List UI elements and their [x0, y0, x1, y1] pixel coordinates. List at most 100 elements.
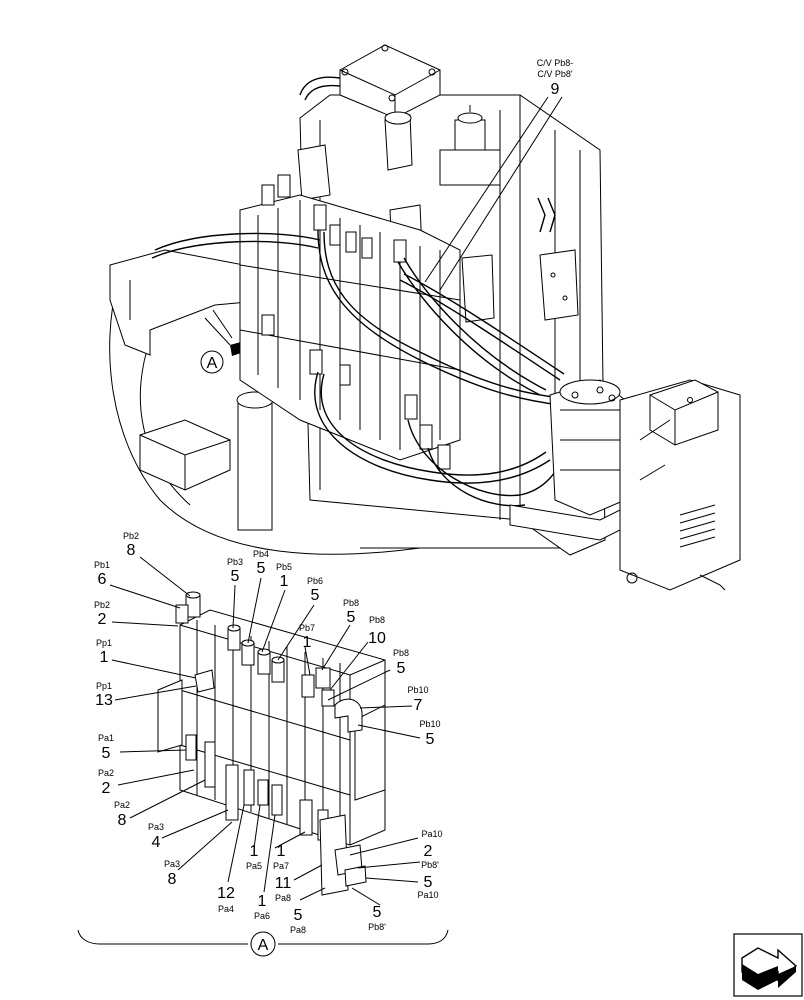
item-number: 2 — [424, 843, 433, 860]
item-number: 8 — [118, 812, 127, 829]
item-number: 5 — [231, 568, 240, 585]
callout-c24: 1 Pa7 — [273, 843, 289, 871]
port-label: Pp1 — [96, 638, 112, 648]
callout-leader-lines — [109, 556, 421, 906]
view-a-bracket: A — [77, 929, 449, 957]
port-label: Pa4 — [218, 904, 234, 914]
next-page-arrow-icon[interactable] — [733, 933, 803, 997]
port-label: Pb1 — [94, 560, 110, 570]
port-label: Pb10 — [407, 685, 428, 695]
item-number: 2 — [98, 611, 107, 628]
item-number: 6 — [98, 571, 107, 588]
callout-c22: 1 Pa5 — [246, 843, 262, 871]
callout-c25: 11 Pa8 — [275, 875, 292, 903]
item-number: 1 — [258, 893, 267, 910]
port-label: Pa8 — [290, 925, 306, 935]
item-number: 7 — [414, 697, 423, 714]
callout-c7: Pb4 5 — [253, 549, 269, 577]
item-number: 1 — [250, 843, 259, 860]
upper-assembly-illustration: A — [109, 44, 741, 591]
detail-view-a-illustration — [157, 591, 386, 896]
item-number: 5 — [311, 587, 320, 604]
item-number: 8 — [168, 871, 177, 888]
callout-c1: Pb2 8 — [123, 531, 139, 559]
item-number: 1 — [277, 843, 286, 860]
port-label: Pb2 — [123, 531, 139, 541]
callout-c18: Pa2 8 — [114, 800, 130, 829]
view-a-marker-upper: A — [207, 355, 218, 372]
callout-c30: Pa10 — [417, 890, 438, 900]
callout-c20: Pa3 8 — [164, 859, 180, 888]
port-label: Pb8 — [369, 615, 385, 625]
port-label: Pb7 — [299, 623, 315, 633]
callout-c11: Pb8 5 — [343, 598, 359, 626]
callout-c8: Pb5 1 — [276, 562, 292, 590]
port-label: Pb3 — [227, 557, 243, 567]
port-label: Pa10 — [421, 829, 442, 839]
port-label: Pa7 — [273, 861, 289, 871]
callout-c19: Pa3 4 — [148, 822, 164, 851]
port-label: Pb10 — [419, 719, 440, 729]
item-number: 5 — [347, 609, 356, 626]
port-label: Pb4 — [253, 549, 269, 559]
callout-c12: Pb8 10 — [368, 615, 386, 647]
callout-c27: 5 Pb8' — [368, 904, 386, 932]
callout-cv-pb8: C/V Pb8- C/V Pb8' 9 — [424, 58, 574, 291]
item-number: 11 — [275, 875, 292, 892]
item-number: 8 — [127, 542, 136, 559]
item-number: 5 — [257, 560, 266, 577]
item-number: 12 — [217, 885, 235, 902]
item-number: 1 — [100, 649, 109, 666]
port-label: Pb8' — [368, 922, 386, 932]
callout-c4: Pp1 1 — [96, 638, 112, 666]
callout-c6: Pb3 5 — [227, 557, 243, 585]
callout-c14: Pb10 7 — [407, 685, 428, 714]
port-label: Pa10 — [417, 890, 438, 900]
callout-label: C/V Pb8- — [537, 58, 574, 68]
port-label: Pa3 — [164, 859, 180, 869]
item-number: 1 — [280, 573, 289, 590]
callout-c17: Pa2 2 — [98, 768, 114, 797]
port-label: Pb8' — [421, 860, 439, 870]
port-label: Pa6 — [254, 911, 270, 921]
item-number: 5 — [294, 907, 303, 924]
port-label: Pb6 — [307, 576, 323, 586]
port-label: Pp1 — [96, 681, 112, 691]
port-label: Pb5 — [276, 562, 292, 572]
callout-c9: Pb6 5 — [307, 576, 323, 604]
item-number: 5 — [102, 745, 111, 762]
callout-c10: Pb7 1 — [299, 623, 315, 651]
callout-c13: Pb8 5 — [393, 648, 409, 677]
port-label: Pa3 — [148, 822, 164, 832]
callout-c5: Pp1 13 — [95, 681, 113, 709]
callout-c15: Pb10 5 — [419, 719, 440, 748]
port-label: Pa2 — [114, 800, 130, 810]
item-number: 5 — [397, 660, 406, 677]
callout-c23: 1 Pa6 — [254, 893, 270, 921]
callout-c2: Pb1 6 — [94, 560, 110, 588]
port-label: Pb8 — [343, 598, 359, 608]
port-label: Pa2 — [98, 768, 114, 778]
port-label: Pb8 — [393, 648, 409, 658]
callout-c3: Pb2 2 — [94, 600, 110, 628]
item-number: 1 — [303, 634, 312, 651]
port-label: Pb2 — [94, 600, 110, 610]
callout-c26: 5 Pa8 — [290, 907, 306, 935]
item-number: 13 — [95, 692, 113, 709]
item-number: 4 — [152, 834, 161, 851]
callout-number: 9 — [551, 81, 560, 98]
callout-label: C/V Pb8' — [537, 69, 573, 79]
item-number: 2 — [102, 780, 111, 797]
callout-c29: Pb8' 5 — [421, 860, 439, 891]
port-label: Pa1 — [98, 733, 114, 743]
port-label: Pa8 — [275, 893, 291, 903]
item-number: 5 — [424, 874, 433, 891]
item-number: 5 — [373, 904, 382, 921]
port-label: Pa5 — [246, 861, 262, 871]
callout-c16: Pa1 5 — [98, 733, 114, 762]
callout-c28: Pa10 2 — [421, 829, 442, 860]
item-number: 10 — [368, 630, 386, 647]
callout-c21: 12 Pa4 — [217, 885, 235, 914]
item-number: 5 — [426, 731, 435, 748]
